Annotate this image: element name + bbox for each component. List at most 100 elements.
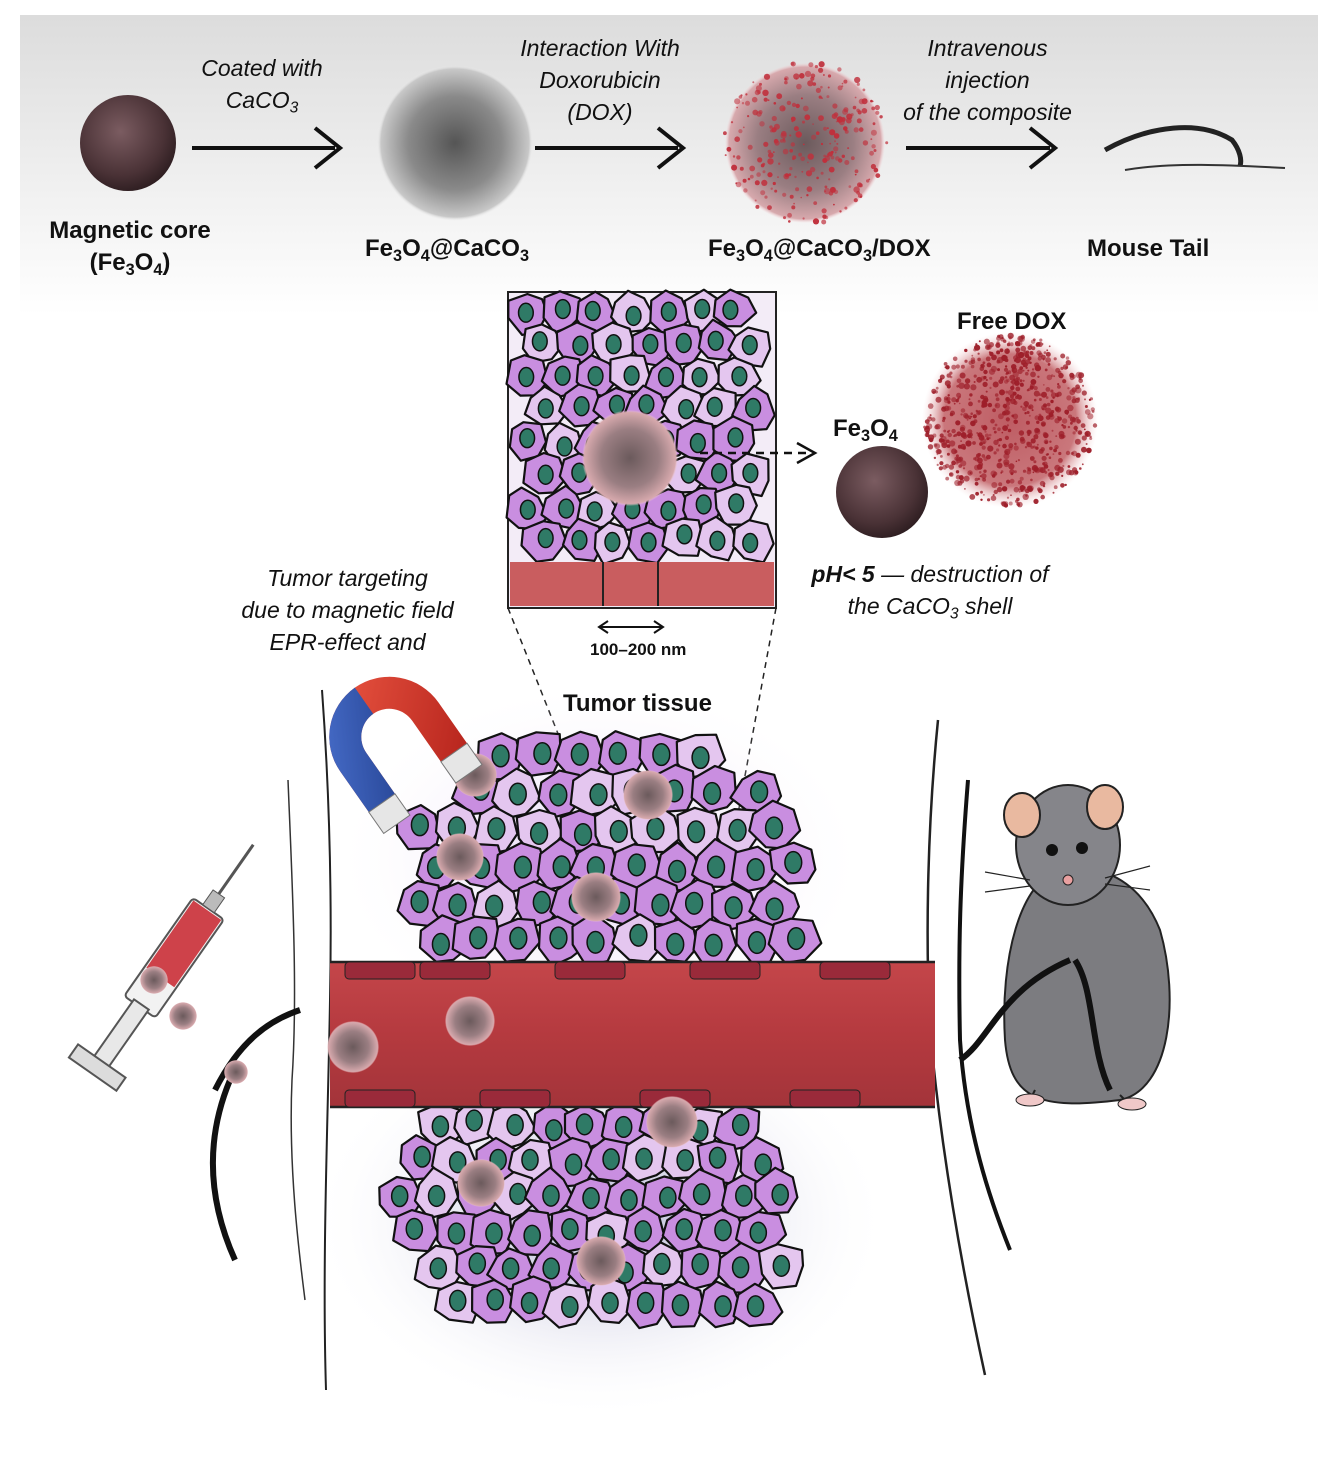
dox-speck bbox=[1026, 350, 1030, 354]
dox-speck bbox=[834, 151, 837, 154]
dox-speck bbox=[964, 348, 968, 353]
dox-speck bbox=[738, 129, 743, 134]
dox-speck bbox=[939, 461, 944, 466]
dox-speck bbox=[792, 157, 795, 161]
dox-speck bbox=[951, 448, 957, 455]
dox-speck bbox=[973, 457, 976, 461]
cell-nucleus bbox=[724, 896, 743, 920]
dox-speck bbox=[977, 433, 981, 436]
dox-speck bbox=[1082, 384, 1084, 387]
dox-speck bbox=[1049, 440, 1052, 443]
dox-speck bbox=[1022, 357, 1026, 362]
dox-speck bbox=[1050, 389, 1054, 393]
dox-speck bbox=[973, 374, 977, 378]
dox-speck bbox=[1033, 386, 1038, 391]
dox-speck bbox=[1024, 412, 1027, 415]
dox-speck bbox=[1034, 364, 1042, 372]
dox-speck bbox=[1075, 387, 1082, 394]
cell-nucleus bbox=[635, 1147, 653, 1170]
dox-speck bbox=[767, 158, 774, 165]
dox-speck bbox=[947, 394, 950, 397]
dox-speck bbox=[1040, 447, 1045, 452]
dox-speck bbox=[804, 114, 811, 121]
dox-speck bbox=[1046, 374, 1053, 381]
dox-speck bbox=[1008, 463, 1015, 470]
dox-speck bbox=[943, 429, 947, 433]
cell-nucleus bbox=[509, 926, 528, 950]
dox-speck bbox=[947, 400, 951, 404]
dox-speck bbox=[745, 100, 750, 106]
composite-nanoparticle bbox=[571, 872, 621, 922]
dox-speck bbox=[987, 445, 994, 452]
dox-speck bbox=[1065, 360, 1072, 366]
cell-nucleus bbox=[692, 1183, 711, 1206]
cell-nucleus bbox=[711, 462, 728, 484]
cell-nucleus bbox=[601, 1291, 619, 1315]
dox-speck bbox=[873, 149, 877, 152]
cell-nucleus bbox=[749, 1221, 768, 1244]
dox-speck bbox=[1032, 338, 1036, 342]
cell-nucleus bbox=[731, 1113, 750, 1137]
dox-speck bbox=[858, 127, 864, 132]
dox-speck bbox=[1048, 345, 1051, 348]
dox-speck bbox=[1008, 446, 1013, 451]
dox-speck bbox=[1046, 402, 1051, 407]
dox-speck bbox=[821, 219, 827, 225]
dox-speck bbox=[1000, 501, 1005, 505]
dox-speck bbox=[927, 403, 934, 409]
dox-speck bbox=[816, 176, 819, 180]
dox-speck bbox=[996, 486, 1003, 493]
cell-nucleus bbox=[552, 855, 571, 879]
dox-speck bbox=[1020, 405, 1023, 408]
dox-speck bbox=[959, 372, 966, 379]
dox-speck bbox=[1037, 415, 1044, 422]
dox-speck bbox=[1058, 372, 1064, 379]
tumor-inset bbox=[505, 288, 777, 609]
dox-speck bbox=[1043, 439, 1049, 445]
dox-speck bbox=[820, 171, 824, 175]
dox-speck bbox=[995, 404, 998, 407]
dox-speck bbox=[978, 471, 982, 474]
dox-speck bbox=[1030, 478, 1033, 482]
dox-speck bbox=[754, 180, 760, 186]
dox-speck bbox=[998, 482, 1003, 487]
dox-speck bbox=[762, 162, 766, 166]
dox-speck bbox=[1049, 446, 1053, 451]
dox-speck bbox=[984, 430, 987, 433]
dox-speck bbox=[1075, 416, 1079, 420]
dox-speck bbox=[799, 73, 805, 79]
cell-nucleus bbox=[542, 1184, 560, 1207]
cell-nucleus bbox=[508, 782, 527, 806]
dox-speck bbox=[1009, 478, 1015, 484]
dox-speck bbox=[1022, 369, 1025, 372]
dox-speck bbox=[973, 419, 978, 424]
cell-nucleus bbox=[706, 396, 723, 417]
dox-speck bbox=[1002, 443, 1007, 449]
cell-nucleus bbox=[787, 926, 806, 951]
dox-speck bbox=[1031, 409, 1034, 412]
dox-speck bbox=[947, 432, 952, 438]
cell-nucleus bbox=[537, 398, 554, 419]
dox-speck bbox=[1044, 368, 1048, 372]
dox-speck bbox=[1064, 483, 1067, 487]
cell-nucleus bbox=[614, 1115, 633, 1139]
dox-speck bbox=[1028, 485, 1034, 492]
dox-speck bbox=[1076, 419, 1081, 424]
dox-speck bbox=[952, 356, 958, 362]
dox-speck bbox=[1070, 421, 1073, 425]
dox-speck bbox=[800, 97, 803, 100]
dox-speck bbox=[1015, 386, 1021, 392]
dox-speck bbox=[767, 149, 772, 154]
dox-speck bbox=[955, 420, 961, 426]
dox-speck bbox=[1032, 471, 1035, 474]
dox-speck bbox=[820, 85, 823, 89]
dox-speck bbox=[1030, 438, 1036, 444]
dox-speck bbox=[1011, 367, 1018, 374]
composite-nanoparticle bbox=[327, 1021, 379, 1073]
dox-speck bbox=[1081, 446, 1087, 453]
cell-nucleus bbox=[586, 930, 605, 954]
dox-speck bbox=[1058, 458, 1063, 463]
cell-nucleus bbox=[742, 532, 759, 554]
dox-speck bbox=[1001, 354, 1008, 362]
cell-nucleus bbox=[427, 1184, 446, 1208]
